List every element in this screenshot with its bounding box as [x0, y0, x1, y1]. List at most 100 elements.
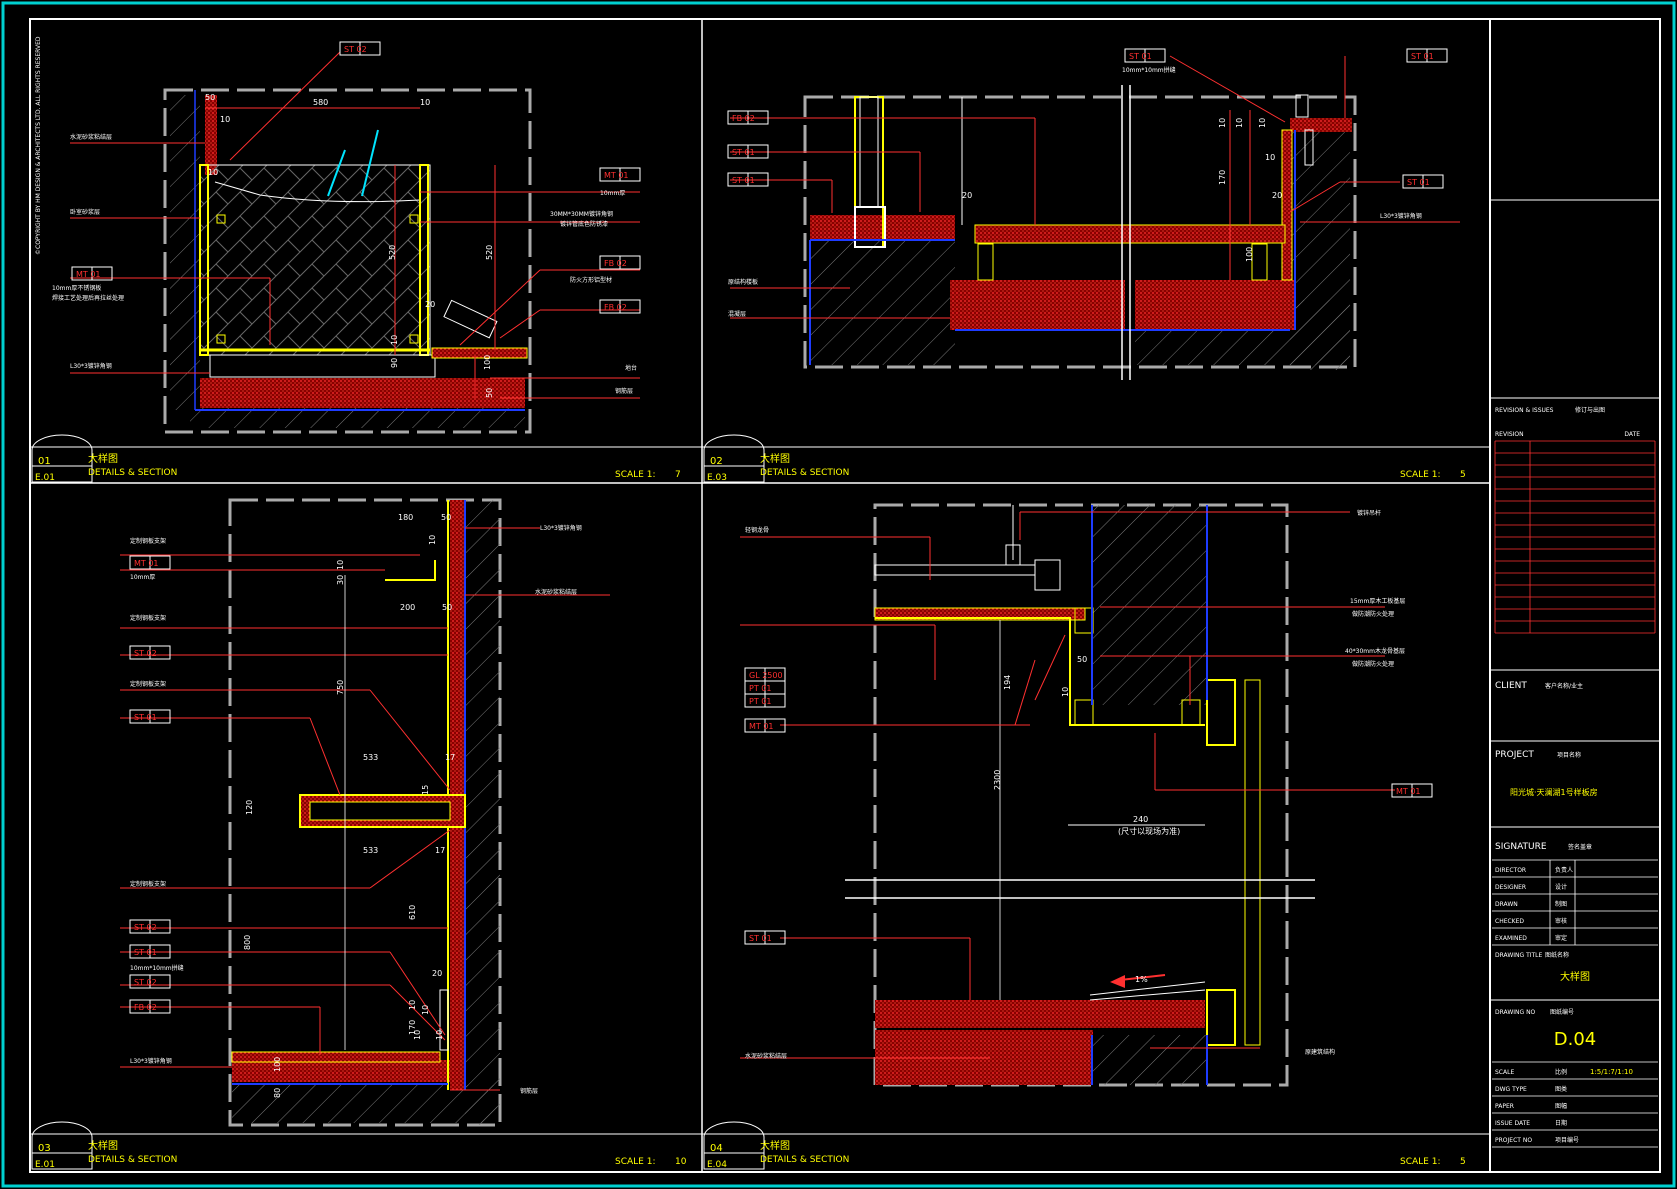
label: 水泥砂浆粘结层 — [70, 133, 112, 141]
label: DRAWING TITLE — [1495, 952, 1543, 959]
material-tag-code: FB 02 — [732, 114, 755, 123]
label: 地台 — [625, 364, 637, 372]
dimension-text: 520 — [388, 245, 397, 260]
material-tag: ST 01 — [129, 944, 171, 959]
panel-ref: E.01 — [35, 1160, 55, 1170]
dimension-text: 80 — [273, 1088, 282, 1098]
detail-03 — [120, 498, 610, 1127]
dimension-text: 170 — [408, 1020, 417, 1035]
material-tag: ST 01 — [744, 930, 786, 945]
info-value: 1:5/1:7/1:10 — [1590, 1068, 1633, 1076]
panel-marker — [31, 1121, 93, 1170]
material-tag: PT 01 — [744, 693, 786, 708]
dimension-text: 15 — [421, 785, 430, 795]
panel-ref: E.04 — [707, 1160, 727, 1170]
dimension-text: 10 — [408, 1000, 417, 1010]
material-tag: FB 02 — [599, 299, 641, 314]
label: 焊接工艺处理后再拉丝处理 — [52, 294, 124, 302]
material-tag: ST 02 — [129, 645, 171, 660]
label: 定制钢板支架 — [130, 614, 166, 622]
label: 钢筋层 — [520, 1087, 538, 1095]
material-tag: ST 02 — [129, 919, 171, 934]
role-label: DIRECTOR — [1495, 867, 1526, 874]
material-tag-code: ST 01 — [732, 176, 755, 185]
label: 负责人 — [1555, 866, 1573, 874]
dimension-text: 100 — [273, 1057, 282, 1072]
dimension-text: 750 — [336, 680, 345, 695]
label: 图幅 — [1555, 1102, 1567, 1110]
label: 10mm厚 — [130, 574, 155, 581]
material-tag-code: ST 01 — [1129, 52, 1152, 61]
label: 钢筋层 — [615, 387, 633, 395]
dimension-text: 10 — [421, 1005, 430, 1015]
label: REVISION — [1495, 431, 1524, 438]
panel-title-cn: 大样图 — [760, 1139, 790, 1152]
panel-title-cn: 大样图 — [760, 452, 790, 465]
label: L30*3镀锌角钢 — [540, 524, 582, 532]
dimension-text: 10 — [1218, 118, 1227, 128]
dimension-text: 10 — [220, 115, 230, 124]
label: 原结构楼板 — [728, 278, 758, 286]
material-tag: PT 01 — [744, 680, 786, 695]
material-tag: ST 01 — [1124, 48, 1166, 63]
material-tag: GL 2500 — [744, 667, 786, 682]
panel-title-en: DETAILS & SECTION — [88, 1155, 177, 1165]
dimension-text: 30 — [336, 575, 345, 585]
material-tag-code: ST 02 — [134, 978, 157, 987]
material-tag: MT 01 — [71, 266, 113, 281]
panel-title-en: DETAILS & SECTION — [760, 468, 849, 478]
dimension-text: 10 — [428, 535, 437, 545]
panel-scale-value: 7 — [675, 470, 681, 480]
panel-scale-label: SCALE 1: — [1400, 470, 1440, 480]
dimension-text: 100 — [1245, 247, 1254, 262]
material-tag-code: ST 02 — [134, 649, 157, 658]
material-tag-code: ST 01 — [134, 948, 157, 957]
label: 镀锌吊杆 — [1357, 509, 1381, 517]
label: 水泥砂浆粘结层 — [745, 1052, 787, 1060]
label: 图纸名称 — [1545, 951, 1569, 959]
panel-ref: E.03 — [707, 473, 727, 483]
panel-ref: E.01 — [35, 473, 55, 483]
dimension-text: 240 — [1133, 815, 1148, 824]
dimension-text: 520 — [485, 245, 494, 260]
label: 审核 — [1555, 917, 1567, 925]
material-tag-code: ST 01 — [134, 713, 157, 722]
material-tag-code: PT 01 — [749, 697, 771, 706]
label: 定制钢板支架 — [130, 680, 166, 688]
dimension-text: 10 — [390, 335, 399, 345]
copyright-text: ©COPYRIGHT BY HM DESIGN & ARCHITECTS LTD… — [35, 36, 42, 255]
panel-number: 01 — [38, 456, 51, 467]
panel-number: 03 — [38, 1143, 51, 1154]
dimension-text: 20 — [1272, 191, 1282, 200]
label: L30*3镀锌角钢 — [1380, 212, 1422, 220]
dimension-text: 10 — [420, 98, 430, 107]
material-tag: FB 02 — [599, 255, 641, 270]
label: 卧室砂浆层 — [70, 208, 100, 216]
material-tag: ST 01 — [1402, 174, 1444, 189]
info-label: DWG TYPE — [1495, 1086, 1527, 1093]
material-tag: ST 02 — [339, 41, 381, 56]
material-tag-code: PT 01 — [749, 684, 771, 693]
info-label: PROJECT NO — [1495, 1137, 1532, 1144]
label: 水泥砂浆粘结层 — [535, 588, 577, 596]
role-label: EXAMINED — [1495, 935, 1527, 942]
dimension-text: 10 — [1061, 687, 1070, 697]
label: 图纸编号 — [1550, 1008, 1574, 1016]
dimension-text: 170 — [1218, 170, 1227, 185]
material-tag-code: MT 01 — [76, 270, 101, 279]
label: 10mm*10mm拼缝 — [130, 964, 184, 972]
panel-scale-value: 5 — [1460, 470, 1466, 480]
dimension-text: 200 — [400, 603, 415, 612]
label: 10mm*10mm拼缝 — [1122, 66, 1176, 74]
material-tag: MT 01 — [1391, 783, 1433, 798]
material-tag-code: GL 2500 — [749, 671, 783, 680]
material-tag: ST 01 — [727, 144, 769, 159]
dimension-text: 50 — [205, 93, 215, 102]
panel-scale-value: 5 — [1460, 1157, 1466, 1167]
detail-01 — [70, 51, 640, 434]
dimension-text: 10 — [1265, 153, 1275, 162]
material-tag: MT 01 — [599, 167, 641, 182]
dimension-text: 610 — [408, 905, 417, 920]
